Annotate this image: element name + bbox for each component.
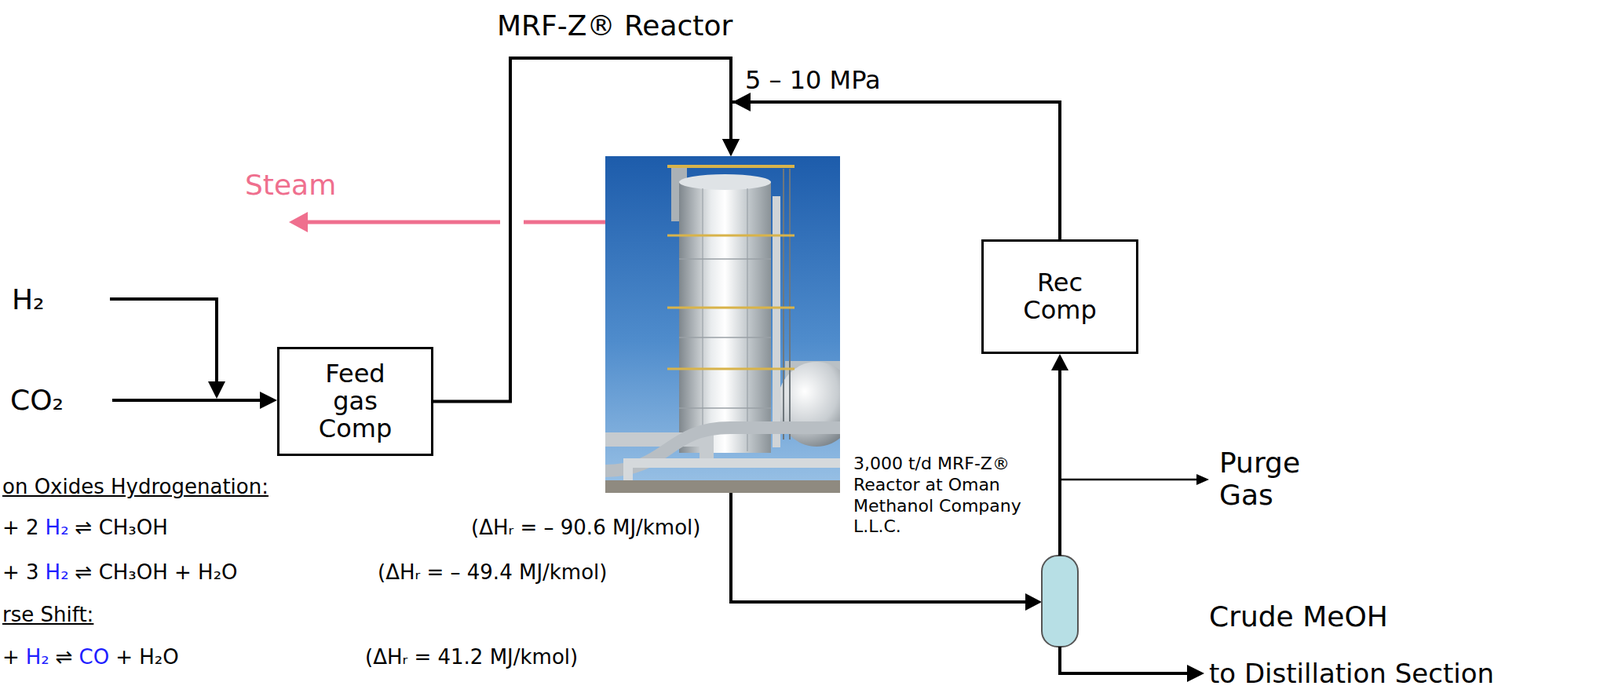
platform-rail bbox=[667, 368, 795, 371]
box-label: Feed gas Comp bbox=[318, 360, 392, 444]
column-seam bbox=[746, 188, 749, 452]
steam-label: Steam bbox=[244, 168, 337, 201]
feed-label: H₂ bbox=[11, 283, 45, 316]
platform-rail bbox=[667, 306, 795, 310]
reactor-photo-art bbox=[605, 156, 841, 494]
equation-part: ⇌ CH₃OH bbox=[75, 516, 169, 541]
column-head bbox=[679, 174, 771, 190]
equation-part: ⇌ bbox=[55, 646, 74, 670]
compressor-box: Feed gas Comp bbox=[277, 347, 434, 457]
product-line bbox=[1059, 646, 1188, 674]
reactor-column bbox=[679, 182, 771, 453]
arrow-head bbox=[208, 381, 226, 399]
arrow-head bbox=[1051, 354, 1069, 371]
equation-part: CO bbox=[79, 646, 110, 670]
column-band bbox=[679, 407, 771, 410]
box-label: Rec Comp bbox=[1022, 269, 1096, 325]
equation-part: ⇌ CH₃OH + H₂O bbox=[75, 561, 238, 585]
stream-label: Crude MeOH bbox=[1209, 600, 1389, 633]
steam-line bbox=[523, 220, 606, 225]
equation-part: + H₂O bbox=[115, 646, 179, 670]
reactor-photo: 3,000 t/d MRF-Z® Reactor at Oman Methano… bbox=[605, 156, 841, 494]
equation-part: + 3 bbox=[2, 561, 40, 585]
flow-line bbox=[433, 58, 731, 402]
separator-vessel bbox=[1041, 555, 1078, 647]
equation-part: + bbox=[2, 646, 20, 670]
feed-label: CO₂ bbox=[10, 383, 64, 417]
diagram-title: MRF-Z® Reactor bbox=[496, 9, 733, 42]
reaction-enthalpy: (ΔHᵣ = 41.2 MJ/kmol) bbox=[365, 646, 578, 670]
flow-line bbox=[730, 102, 1060, 240]
arrow-head bbox=[1025, 593, 1042, 611]
stream-label: Purge Gas bbox=[1219, 446, 1301, 512]
ladder bbox=[782, 168, 785, 440]
arrow-head bbox=[259, 391, 278, 410]
reaction-enthalpy: (ΔHᵣ = – 49.4 MJ/kmol) bbox=[377, 561, 607, 585]
platform-rail bbox=[667, 164, 795, 169]
section-heading: on Oxides Hydrogenation: bbox=[2, 475, 269, 500]
equation-part: H₂ bbox=[25, 646, 50, 670]
platform-rail bbox=[667, 234, 795, 238]
photo-caption: 3,000 t/d MRF-Z® Reactor at Oman Methano… bbox=[853, 453, 1022, 538]
column-seam bbox=[701, 188, 704, 452]
equation-part: + 2 bbox=[2, 516, 40, 541]
arrow-head bbox=[1187, 664, 1205, 683]
reaction-enthalpy: (ΔHᵣ = – 90.6 MJ/kmol) bbox=[471, 516, 701, 541]
column-band bbox=[679, 336, 771, 339]
equation-part: H₂ bbox=[45, 516, 70, 541]
ladder bbox=[789, 168, 791, 440]
arrow-head bbox=[1196, 474, 1210, 486]
stream-label: to Distillation Section bbox=[1209, 660, 1495, 687]
compressor-box: Rec Comp bbox=[981, 239, 1139, 355]
purge-line bbox=[1059, 478, 1197, 482]
feed-line bbox=[109, 299, 217, 382]
steam-line bbox=[306, 220, 501, 225]
column-band bbox=[679, 258, 771, 260]
equation-part: H₂ bbox=[45, 561, 70, 585]
pressure-label: 5 – 10 MPa bbox=[745, 65, 881, 95]
side-pipe bbox=[772, 196, 781, 448]
recycle-line bbox=[1058, 370, 1062, 556]
arrow-head bbox=[288, 211, 308, 233]
section-heading: rse Shift: bbox=[2, 603, 94, 628]
feed-line bbox=[112, 398, 260, 402]
ground bbox=[605, 480, 841, 494]
